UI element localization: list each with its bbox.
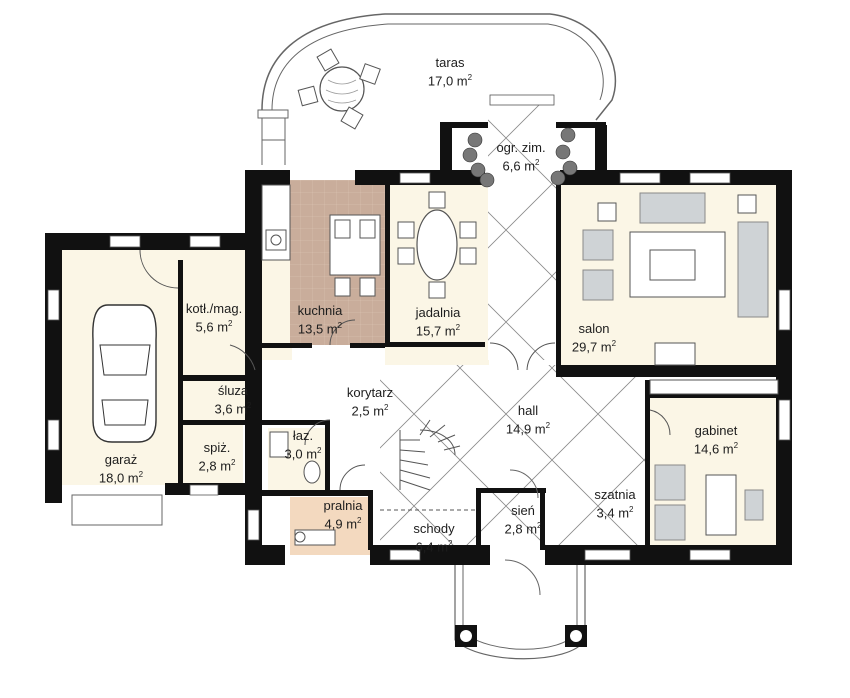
room-area: 3,6 m <box>214 401 248 417</box>
room-area: 29,7 m <box>571 339 612 355</box>
room-name: kotł./mag. <box>185 301 243 316</box>
room-label-hall: hall 14,9 m2 <box>505 403 551 437</box>
room-area: 13,5 m <box>297 321 338 337</box>
room-name: śluza <box>217 383 249 398</box>
room-area: 2,8 m <box>198 458 232 474</box>
room-name: schody <box>413 521 455 536</box>
room-label-spiz: spiż. 2,8 m2 <box>198 440 236 474</box>
room-name: korytarz <box>346 385 394 400</box>
room-name: gabinet <box>694 423 738 438</box>
room-name: garaż <box>104 452 138 467</box>
room-name: pralnia <box>323 498 363 513</box>
room-label-schody: schody 6,4 m2 <box>413 521 455 555</box>
room-area: 2,8 m <box>504 521 538 537</box>
office-furniture <box>649 379 779 541</box>
car-icon <box>92 304 157 443</box>
room-area: 6,6 m <box>502 158 536 174</box>
room-label-sluza: śluza 3,6 m2 <box>214 383 252 417</box>
room-name: ogr. zim. <box>496 140 546 155</box>
room-area: 14,6 m <box>693 441 734 457</box>
room-area: 2,5 m <box>351 403 385 419</box>
kitchen-table-icon <box>261 184 381 297</box>
staircase <box>380 419 475 511</box>
room-area: 5,6 m <box>195 319 229 335</box>
bathroom-fixtures <box>269 431 336 546</box>
terrace-table-icon <box>297 48 381 130</box>
room-label-salon: salon 29,7 m2 <box>571 321 617 355</box>
room-area: 4,9 m <box>324 516 358 532</box>
room-area: 6,4 m <box>415 539 449 555</box>
room-name: taras <box>435 55 465 70</box>
room-label-gabinet: gabinet 14,6 m2 <box>693 423 739 457</box>
room-area: 14,9 m <box>505 421 546 437</box>
room-name: spiż. <box>203 440 231 455</box>
room-area: 3,0 m <box>284 446 318 462</box>
living-room-furniture <box>582 192 769 366</box>
room-name: łaz. <box>292 428 314 443</box>
windows <box>47 94 791 561</box>
room-label-kuchnia: kuchnia 13,5 m2 <box>297 303 343 337</box>
room-label-kotl-mag: kotł./mag. 5,6 m2 <box>185 301 243 335</box>
room-area: 17,0 m <box>427 73 468 89</box>
garage-door <box>71 494 163 526</box>
room-name: hall <box>517 403 539 418</box>
room-name: kuchnia <box>297 303 343 318</box>
room-label-sien: sień 2,8 m2 <box>504 503 542 537</box>
room-label-taras: taras 17,0 m2 <box>427 55 473 89</box>
room-label-pralnia: pralnia 4,9 m2 <box>323 498 363 532</box>
terrace <box>257 13 617 165</box>
room-name: szatnia <box>594 487 636 502</box>
room-label-korytarz: korytarz 2,5 m2 <box>346 385 394 419</box>
room-label-garaz: garaż 18,0 m2 <box>98 452 144 486</box>
room-label-szatnia: szatnia 3,4 m2 <box>594 487 636 521</box>
room-area: 18,0 m <box>98 470 139 486</box>
room-name: sień <box>511 503 535 518</box>
entrance-porch <box>454 469 587 660</box>
plants-icon <box>462 127 578 188</box>
room-name: salon <box>578 321 610 336</box>
room-label-ogr-zim: ogr. zim. 6,6 m2 <box>496 140 546 174</box>
room-label-laz: łaz. 3,0 m2 <box>284 428 322 462</box>
room-label-jadalnia: jadalnia 15,7 m2 <box>415 305 461 339</box>
room-area: 3,4 m <box>596 505 630 521</box>
room-area: 15,7 m <box>415 323 456 339</box>
room-name: jadalnia <box>415 305 461 320</box>
dining-table-icon <box>397 191 477 299</box>
doors <box>139 249 671 491</box>
